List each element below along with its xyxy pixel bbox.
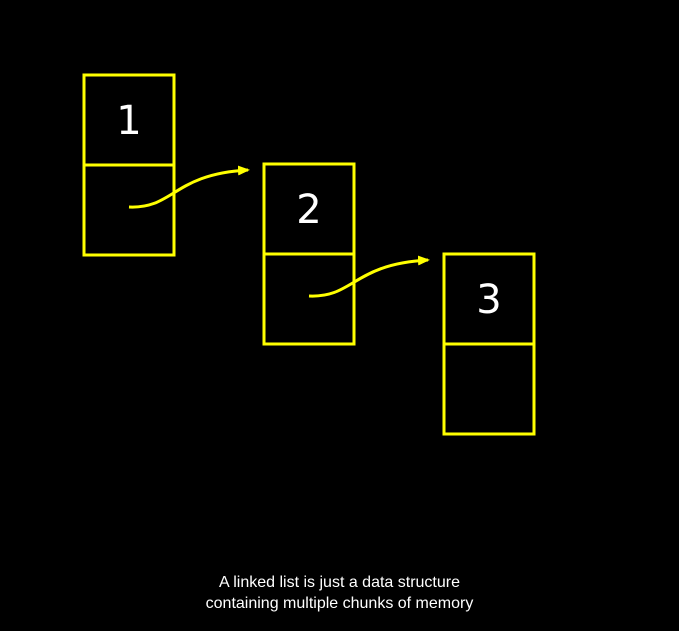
- arrows-layer: [128, 165, 430, 298]
- node-1-pointer-cell: [82, 163, 176, 257]
- node-3-pointer-cell: [442, 342, 536, 436]
- caption-line-1: A linked list is just a data structure: [219, 574, 460, 591]
- node-2-pointer-cell: [262, 252, 356, 346]
- node-2: 2: [262, 162, 356, 346]
- node-2-value: 2: [296, 187, 321, 233]
- node-3-value: 3: [476, 277, 501, 323]
- pointer-arrow-2-to-3: [308, 255, 430, 298]
- node-3: 3: [442, 252, 536, 436]
- node-1: 1: [82, 73, 176, 257]
- caption: A linked list is just a data structure c…: [0, 572, 679, 614]
- caption-line-2: containing multiple chunks of memory: [205, 595, 474, 612]
- pointer-arrow-1-to-2: [128, 165, 250, 209]
- node-1-value: 1: [116, 98, 141, 144]
- nodes-layer: 1 2 3: [82, 73, 536, 436]
